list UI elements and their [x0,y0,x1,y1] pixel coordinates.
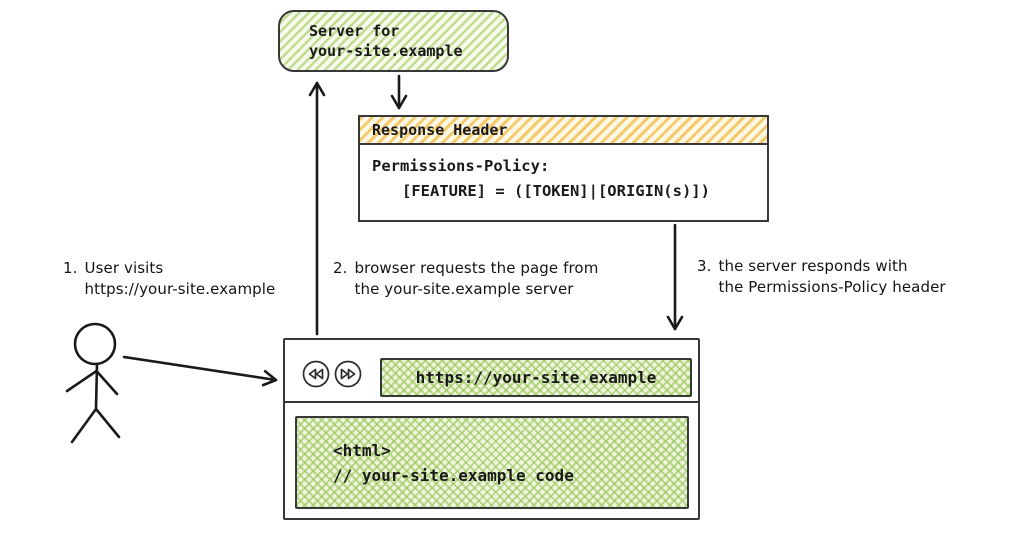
response-header-title: Response Header [360,117,767,145]
browser-window: https://your-site.example <html> // your… [283,338,700,520]
response-header-body: Permissions-Policy: [FEATURE] = ([TOKEN]… [360,145,767,204]
forward-icon [333,359,363,389]
step-1-text: User visits https://your-site.example [84,259,276,298]
browser-content: <html> // your-site.example code [295,416,689,509]
browser-content-line1: <html> [333,440,391,460]
step-1-label: 1. User visits https://your-site.example [63,258,275,299]
server-box-label-line2: your-site.example [309,42,463,60]
server-box-label-line1: Server for [309,22,400,40]
back-icon [301,359,331,389]
response-header-line2: [FEATURE] = ([TOKEN]|[ORIGIN(s)]) [402,182,710,200]
step-2-label: 2. browser requests the page from the yo… [333,258,598,299]
step-1-number: 1. [63,259,78,277]
step-3-number: 3. [697,257,712,275]
response-header-box: Response Header Permissions-Policy: [FEA… [358,115,769,222]
arrow-user-to-browser [122,355,278,387]
step-2-number: 2. [333,259,348,277]
browser-content-line2: // your-site.example code [333,465,574,485]
server-box: Server for your-site.example [278,10,509,72]
step-3-label: 3. the server responds with the Permissi… [697,256,946,297]
url-bar: https://your-site.example [380,358,692,397]
response-header-line1: Permissions-Policy: [372,157,550,175]
step-2-text: browser requests the page from the your-… [354,259,599,298]
browser-toolbar: https://your-site.example [285,340,698,403]
user-stick-figure [65,322,121,444]
step-3-text: the server responds with the Permissions… [718,257,946,296]
